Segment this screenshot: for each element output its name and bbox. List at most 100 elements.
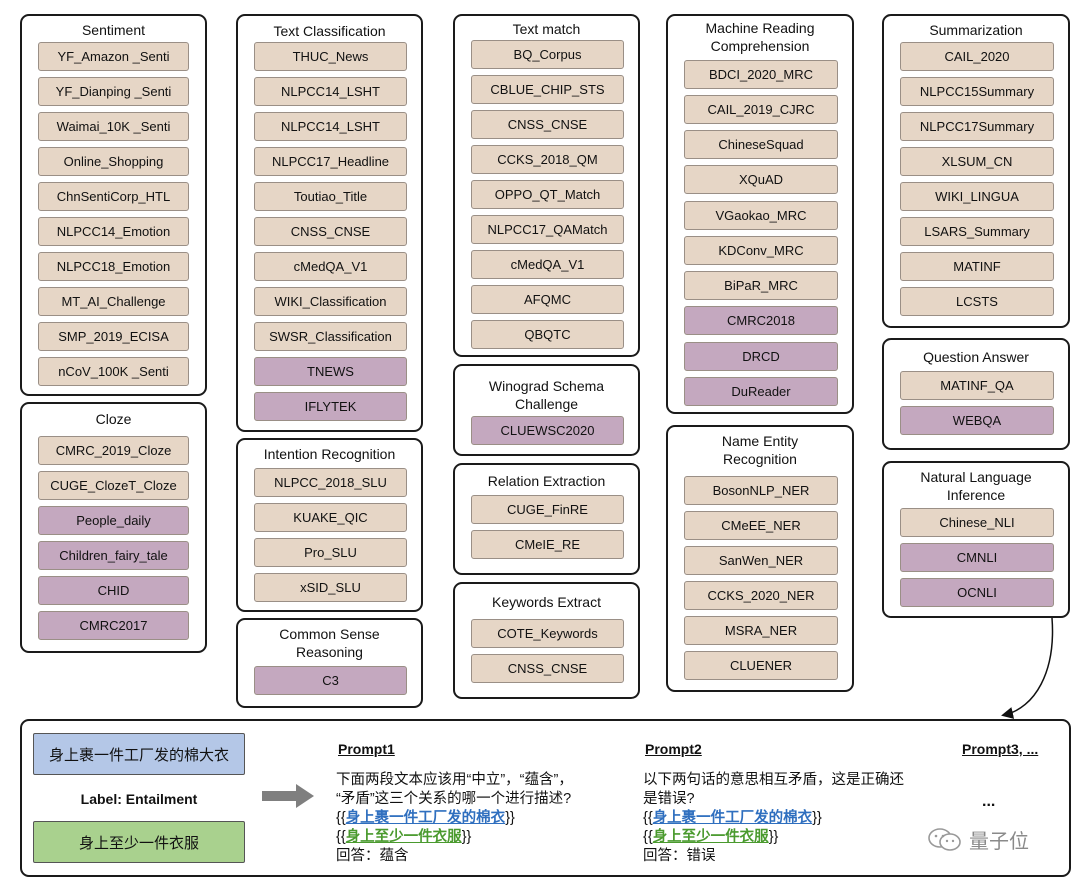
dataset-item: CMeEE_NER [684, 511, 838, 540]
wechat-icon [928, 827, 961, 851]
group-title: Question Answer [923, 349, 1029, 365]
prompt2-text: 以下两句话的意思相互矛盾，这是正确还 是错误? {{身上裹一件工厂发的棉衣}} … [643, 771, 943, 866]
group-title: Summarization [929, 22, 1023, 38]
dataset-item: CMNLI [900, 543, 1054, 572]
group-cloze: Cloze CMRC_2019_Cloze CUGE_ClozeT_Cloze … [20, 402, 207, 653]
prompt2-answer: 回答：错误 [643, 848, 716, 864]
dataset-item: SWSR_Classification [254, 322, 407, 351]
prompt2-hypothesis-line: {{身上至少一件衣服}} [643, 828, 943, 847]
group-summarization: Summarization CAIL_2020 NLPCC15Summary N… [882, 14, 1070, 328]
dataset-item: OCNLI [900, 578, 1054, 607]
brace-open: {{ [336, 810, 346, 826]
group-title: Name Entity Recognition [721, 433, 799, 467]
group-title: Relation Extraction [487, 473, 606, 489]
watermark-text: 量子位 [969, 831, 1029, 853]
dataset-item: CAIL_2020 [900, 42, 1054, 71]
group-title: Natural Language Inference [920, 469, 1032, 503]
prompt2-title: Prompt2 [645, 741, 702, 757]
dataset-item: WIKI_Classification [254, 287, 407, 316]
premise-box: 身上裹一件工厂发的棉大衣 [33, 733, 245, 775]
dataset-item: COTE_Keywords [471, 619, 624, 648]
brace-close: }} [505, 810, 515, 826]
group-common-sense-reasoning: Common Sense Reasoning C3 [236, 618, 423, 708]
dataset-item: CMeIE_RE [471, 530, 624, 559]
dataset-item: MATINF_QA [900, 371, 1054, 400]
prompt1-hypothesis: 身上至少一件衣服 [345, 829, 462, 845]
dataset-item: CHID [38, 576, 189, 605]
dataset-item: XQuAD [684, 165, 838, 194]
group-title: Winograd Schema Challenge [488, 378, 605, 412]
prompt-example-panel: 身上裹一件工厂发的棉大衣 Label: Entailment 身上至少一件衣服 … [20, 719, 1071, 877]
dataset-item: Pro_SLU [254, 538, 407, 567]
prompt1-premise-line: {{身上裹一件工厂发的棉衣}} [336, 809, 636, 828]
dataset-item: CNSS_CNSE [254, 217, 407, 246]
entailment-label: Label: Entailment [80, 791, 198, 807]
dataset-item: CMRC_2019_Cloze [38, 436, 189, 465]
dataset-item: Waimai_10K _Senti [38, 112, 189, 141]
dataset-item: cMedQA_V1 [254, 252, 407, 281]
dataset-item: NLPCC17_QAMatch [471, 215, 624, 244]
group-title: Common Sense Reasoning [279, 626, 380, 660]
dataset-item: SMP_2019_ECISA [38, 322, 189, 351]
group-title: Text Classification [273, 23, 386, 39]
dataset-item: MSRA_NER [684, 616, 838, 645]
dataset-item: MT_AI_Challenge [38, 287, 189, 316]
dataset-item: BQ_Corpus [471, 40, 624, 69]
dataset-item: Toutiao_Title [254, 182, 407, 211]
group-machine-reading-comprehension: Machine Reading Comprehension BDCI_2020_… [666, 14, 854, 414]
group-intention-recognition: Intention Recognition NLPCC_2018_SLU KUA… [236, 438, 423, 612]
prompt2-hypothesis: 身上至少一件衣服 [652, 829, 769, 845]
group-keywords-extract: Keywords Extract COTE_Keywords CNSS_CNSE [453, 582, 640, 699]
dataset-item: NLPCC15Summary [900, 77, 1054, 106]
group-title: Text match [512, 21, 581, 37]
group-title: Sentiment [81, 22, 146, 38]
prompt1-hypothesis-line: {{身上至少一件衣服}} [336, 828, 636, 847]
dataset-item: CBLUE_CHIP_STS [471, 75, 624, 104]
dataset-item: THUC_News [254, 42, 407, 71]
curved-arrow-connector [1001, 617, 1054, 719]
dataset-item: People_daily [38, 506, 189, 535]
dataset-item: CAIL_2019_CJRC [684, 95, 838, 124]
dataset-item: IFLYTEK [254, 392, 407, 421]
hypothesis-box: 身上至少一件衣服 [33, 821, 245, 863]
brace-open: {{ [643, 829, 653, 845]
dataset-item: AFQMC [471, 285, 624, 314]
prompt3-title: Prompt3, ... [962, 741, 1039, 757]
prompt2-premise-line: {{身上裹一件工厂发的棉衣}} [643, 809, 943, 828]
dataset-item: KDConv_MRC [684, 236, 838, 265]
dataset-item: MATINF [900, 252, 1054, 281]
group-title: Keywords Extract [492, 594, 601, 610]
dataset-item: NLPCC14_Emotion [38, 217, 189, 246]
prompt1-title: Prompt1 [338, 741, 395, 757]
dataset-item: xSID_SLU [254, 573, 407, 602]
dataset-item: cMedQA_V1 [471, 250, 624, 279]
dataset-item: VGaokao_MRC [684, 201, 838, 230]
dataset-item: Chinese_NLI [900, 508, 1054, 537]
dataset-item: CUGE_ClozeT_Cloze [38, 471, 189, 500]
group-title: Machine Reading Comprehension [705, 20, 815, 54]
dataset-item: SanWen_NER [684, 546, 838, 575]
dataset-item: DuReader [684, 377, 838, 406]
prompt1-line2: “矛盾”这三个关系的哪一个进行描述? [336, 791, 572, 807]
dataset-item: TNEWS [254, 357, 407, 386]
dataset-item: NLPCC14_LSHT [254, 77, 407, 106]
group-text-match: Text match BQ_Corpus CBLUE_CHIP_STS CNSS… [453, 14, 640, 357]
dataset-item: CCKS_2018_QM [471, 145, 624, 174]
dataset-item: CMRC2017 [38, 611, 189, 640]
brace-close: }} [812, 810, 822, 826]
brace-open: {{ [643, 810, 653, 826]
dataset-item: NLPCC_2018_SLU [254, 468, 407, 497]
dataset-item: LCSTS [900, 287, 1054, 316]
dataset-item: KUAKE_QIC [254, 503, 407, 532]
watermark: 量子位 [927, 825, 1029, 854]
group-title: Intention Recognition [263, 446, 396, 462]
prompt2-line1: 以下两句话的意思相互矛盾，这是正确还 [643, 772, 904, 788]
dataset-item: Online_Shopping [38, 147, 189, 176]
dataset-item: DRCD [684, 342, 838, 371]
prompt1-line1: 下面两段文本应该用“中立”，“蕴含”， [336, 772, 573, 788]
prompt1-premise: 身上裹一件工厂发的棉衣 [345, 810, 506, 826]
dataset-item: NLPCC18_Emotion [38, 252, 189, 281]
brace-open: {{ [336, 829, 346, 845]
dataset-item: Children_fairy_tale [38, 541, 189, 570]
dataset-item: nCoV_100K _Senti [38, 357, 189, 386]
